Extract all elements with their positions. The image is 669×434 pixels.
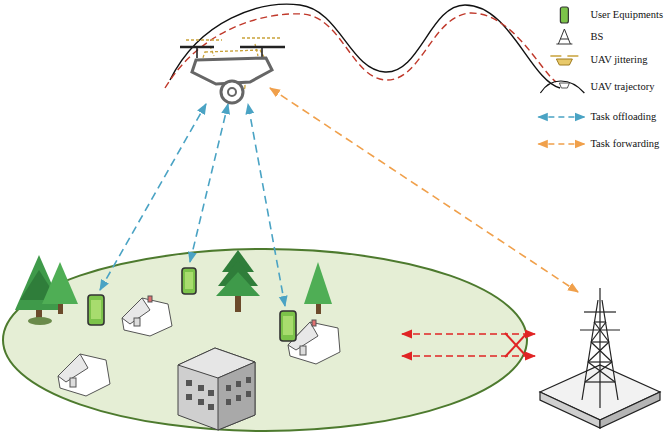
task-forwarding-arrow [270, 88, 578, 292]
legend-sample [560, 7, 568, 23]
legend-label: Task forwarding [590, 138, 659, 150]
task-offloading-arrows [100, 104, 285, 306]
uav-trajectory [170, 4, 560, 88]
legend-label: UAV jittering [590, 54, 647, 66]
legend-label: User Equipments [590, 9, 663, 21]
legend-sample [556, 29, 572, 44]
user-equipments [88, 268, 296, 341]
legend-icons [538, 7, 584, 144]
legend-label: BS [590, 31, 603, 43]
legend-label: Task offloading [590, 111, 656, 123]
base-station [540, 288, 660, 428]
legend-label: UAV trajectory [590, 81, 654, 93]
uav [180, 47, 285, 103]
legend-sample [540, 81, 584, 93]
legend-sample [538, 144, 584, 145]
office-building [178, 348, 255, 430]
uav-jitter-trajectory [165, 13, 556, 88]
legend-sample [538, 117, 584, 118]
legend-sample [550, 56, 578, 65]
blocked-link [402, 333, 535, 357]
ground-area [3, 249, 527, 431]
